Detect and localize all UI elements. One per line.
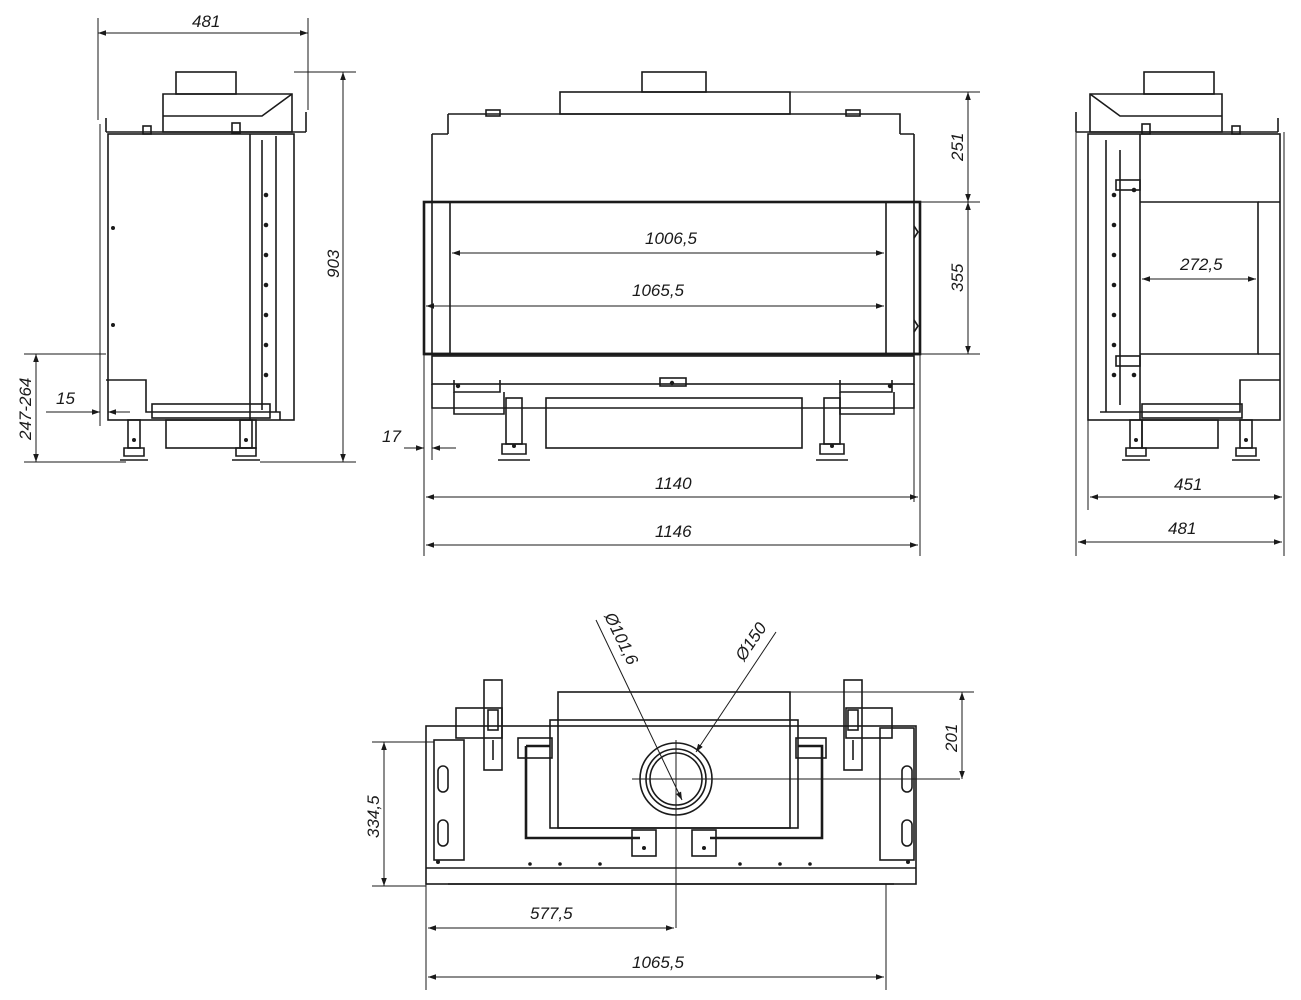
left-side-view (99, 71, 307, 461)
dim-right-depth-inner: 272,5 (1179, 255, 1223, 274)
front-dimensions: 1006,5 1065,5 251 355 17 1140 1146 (382, 91, 980, 556)
dim-top-height: 201 (942, 724, 961, 753)
dim-front-top: 251 (948, 133, 967, 162)
dim-right-overall: 481 (1168, 519, 1196, 538)
dim-front-offset: 17 (382, 427, 401, 446)
dim-top-flue-large: Ø150 (731, 619, 771, 665)
dim-top-depth: 334,5 (364, 795, 383, 838)
dim-left-leg: 247-264 (16, 378, 35, 441)
dim-left-width: 481 (192, 12, 220, 31)
dim-top-center: 577,5 (530, 904, 573, 923)
dim-left-height: 903 (324, 249, 343, 278)
dim-left-offset: 15 (56, 389, 75, 408)
dim-front-overall: 1146 (655, 522, 692, 541)
front-view (422, 71, 922, 461)
dim-front-glass-width: 1065,5 (632, 281, 685, 300)
dim-right-width: 451 (1174, 475, 1202, 494)
top-view (425, 679, 960, 928)
dim-front-glass-height: 355 (948, 263, 967, 292)
dim-front-inner-width: 1006,5 (645, 229, 698, 248)
dim-front-width: 1140 (655, 474, 692, 493)
dim-top-width: 1065,5 (632, 953, 685, 972)
dim-top-flue-small: Ø101,6 (600, 609, 642, 669)
left-dimensions: 481 903 247-264 15 (16, 12, 356, 463)
right-dimensions: 272,5 451 481 (1075, 132, 1285, 556)
right-side-view (1075, 71, 1281, 461)
